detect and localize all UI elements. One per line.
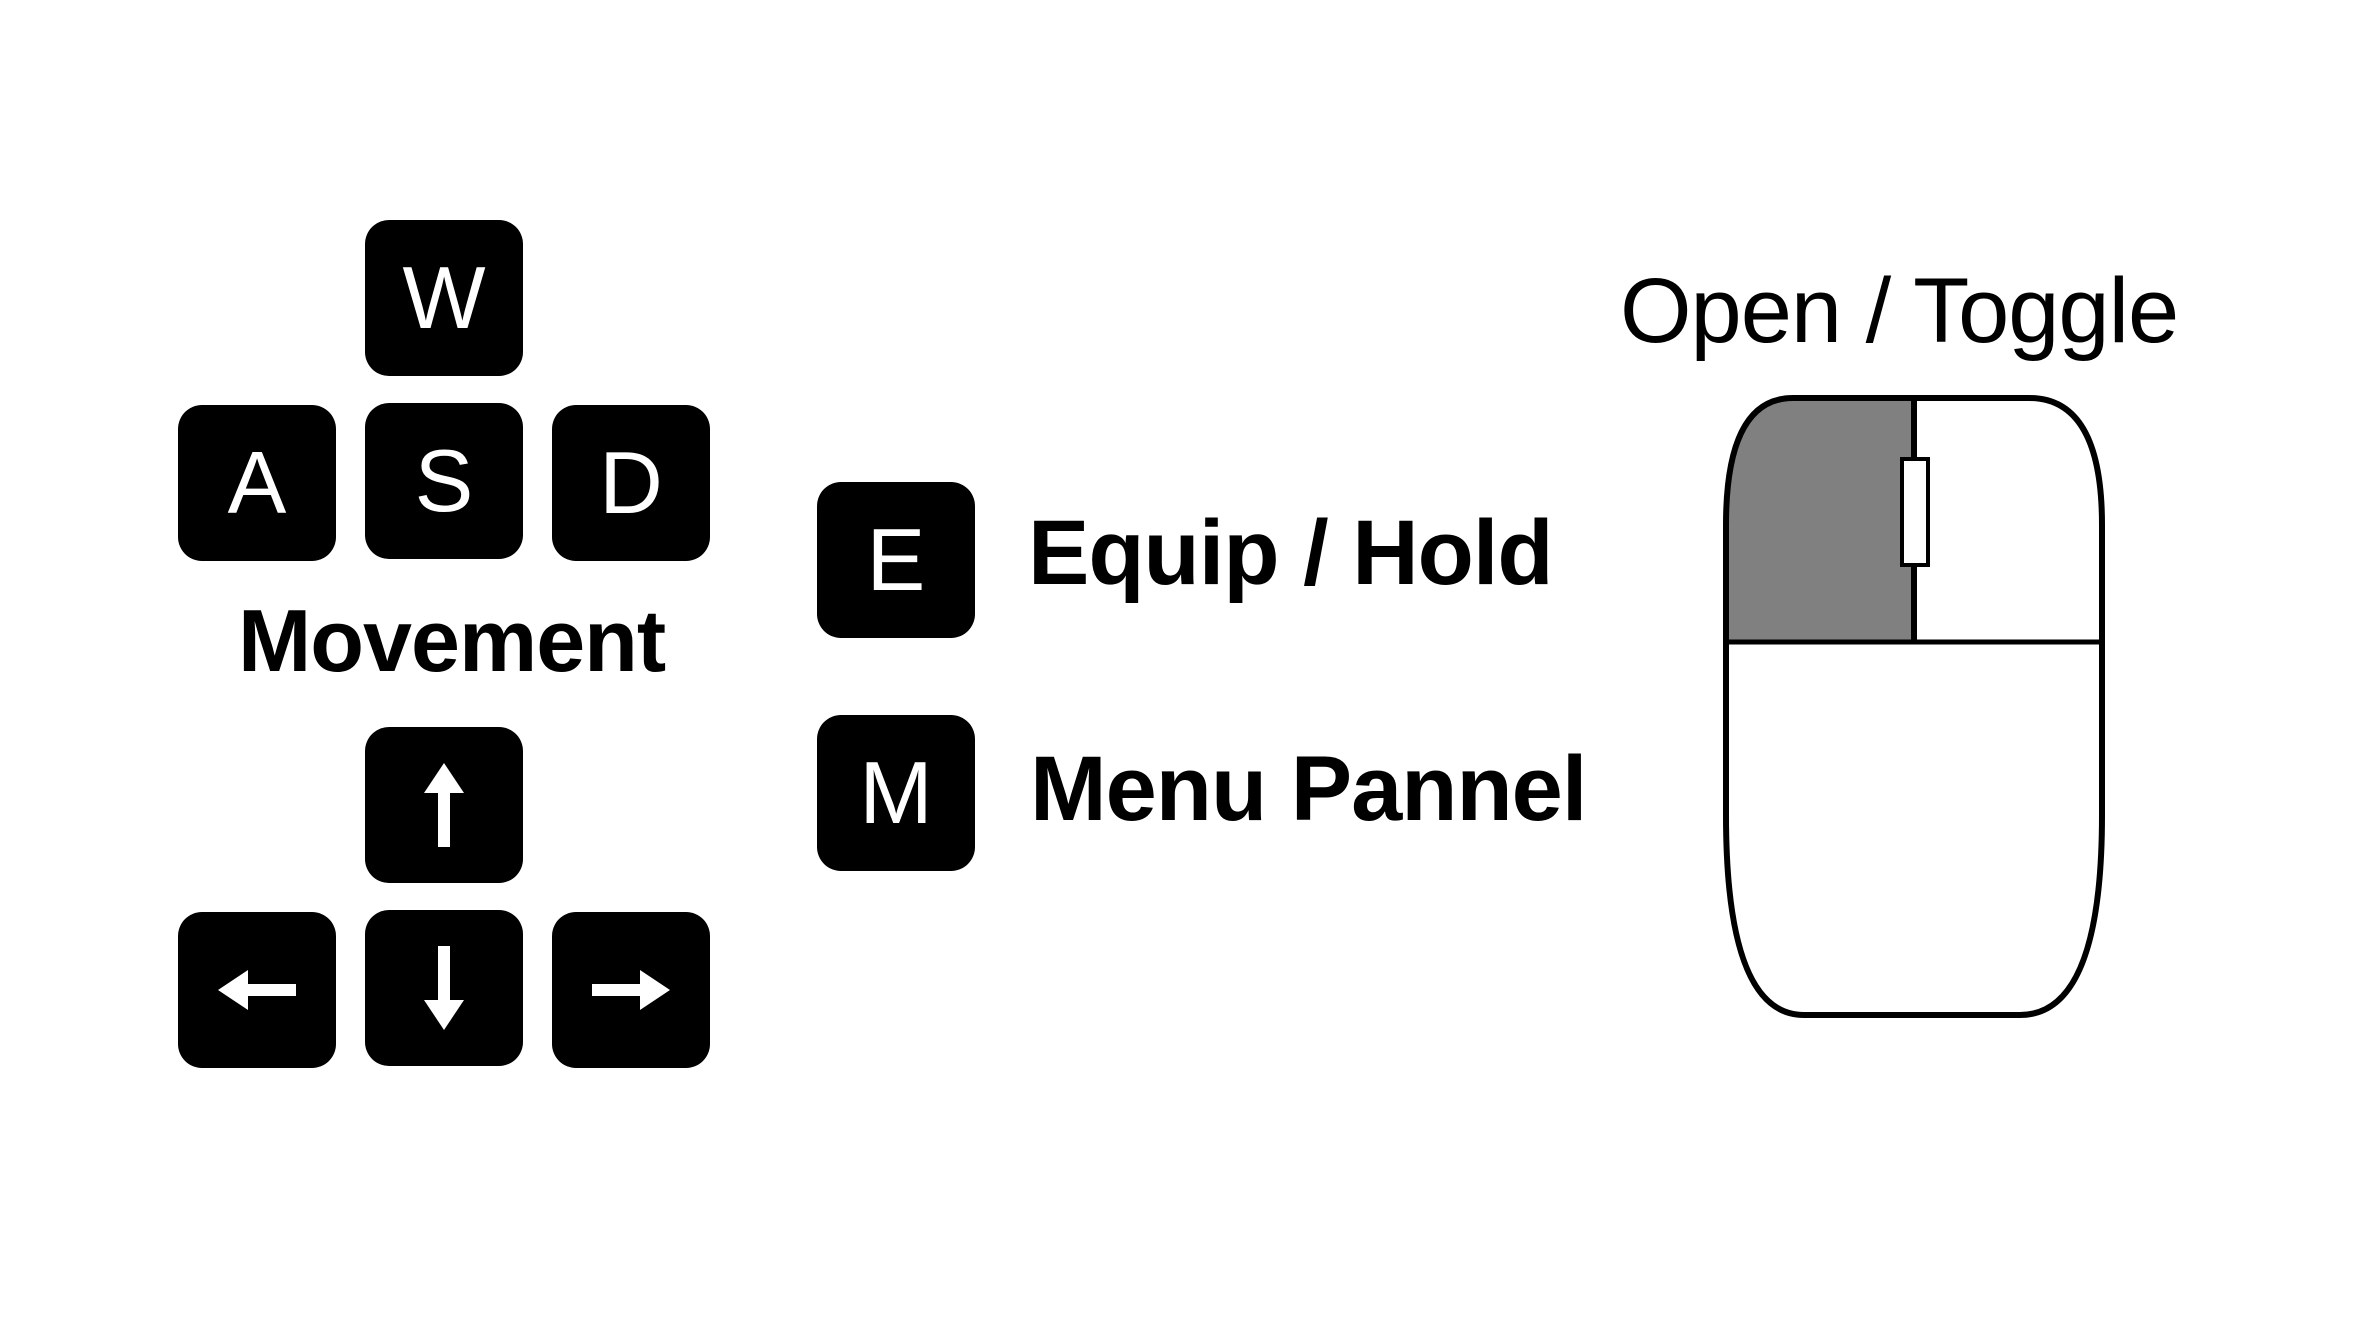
menu-pannel-label: Menu Pannel [1030, 738, 1587, 840]
mouse-icon [1720, 395, 2110, 1030]
key-down-arrow [365, 910, 523, 1066]
right-mouse-button [1914, 398, 2102, 642]
equip-hold-label: Equip / Hold [1028, 502, 1554, 604]
key-w: W [365, 220, 523, 376]
key-left-arrow [178, 912, 336, 1068]
right-arrow-icon [592, 970, 670, 1010]
key-e: E [817, 482, 975, 638]
movement-label: Movement [238, 591, 666, 690]
key-s-label: S [414, 431, 474, 530]
left-mouse-button [1726, 398, 1914, 642]
open-toggle-label: Open / Toggle [1620, 260, 2179, 362]
key-w-label: W [402, 248, 486, 347]
key-a-label: A [227, 433, 287, 532]
mouse-body [1726, 642, 2102, 1015]
key-e-label: E [866, 510, 926, 609]
key-up-arrow [365, 727, 523, 883]
key-right-arrow [552, 912, 710, 1068]
key-a: A [178, 405, 336, 561]
left-arrow-icon [218, 970, 296, 1010]
key-s: S [365, 403, 523, 559]
key-d-label: D [599, 433, 663, 532]
key-d: D [552, 405, 710, 561]
mouse-outline [1723, 395, 2105, 1018]
scroll-wheel [1900, 457, 1930, 567]
key-m-label: M [859, 743, 933, 842]
up-arrow-icon [424, 763, 464, 847]
key-m: M [817, 715, 975, 871]
down-arrow-icon [424, 946, 464, 1030]
